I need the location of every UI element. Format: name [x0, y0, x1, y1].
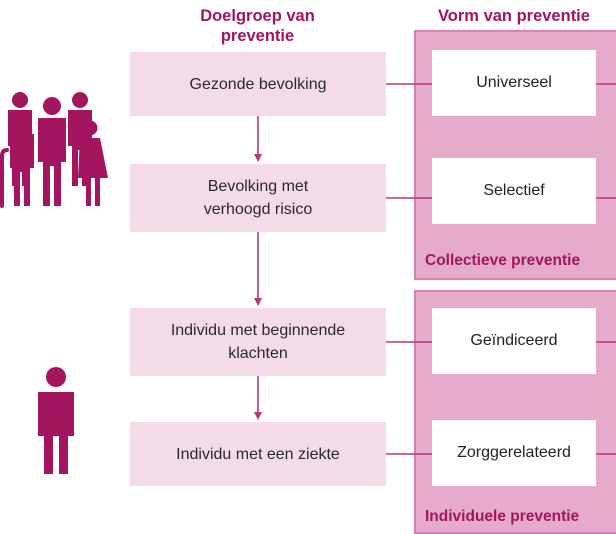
- prevention-form-header: Vorm van preventie: [438, 7, 590, 25]
- target-box-early-symptoms-line1: Individu met beginnende: [170, 322, 346, 339]
- target-box-elevated-risk-line2: verhoogd risico: [203, 201, 313, 218]
- target-box-elevated-risk: Bevolking met verhoogd risico: [130, 164, 386, 232]
- target-group-header-line2: preventie: [220, 27, 295, 45]
- target-box-healthy-population: Gezonde bevolking: [130, 52, 386, 116]
- target-box-early-symptoms-line2: klachten: [228, 345, 288, 362]
- target-box-early-symptoms: Individu met beginnende klachten: [130, 308, 386, 376]
- form-box-selective-label: Selectief: [483, 182, 545, 199]
- form-box-selective: Selectief: [432, 158, 596, 224]
- target-box-disease-line1: Individu met een ziekte: [176, 445, 340, 463]
- form-box-indicated: Geïndiceerd: [432, 308, 596, 374]
- collective-prevention-label: Collectieve preventie: [425, 252, 581, 269]
- form-box-care-related: Zorggerelateerd: [432, 420, 596, 486]
- target-group-header: Doelgroep van preventie: [155, 6, 360, 46]
- target-box-elevated-risk-line1: Bevolking met: [207, 178, 309, 195]
- form-box-indicated-label: Geïndiceerd: [470, 332, 558, 349]
- target-group-header-line1: Doelgroep van: [200, 7, 315, 25]
- target-box-disease: Individu met een ziekte: [130, 422, 386, 486]
- form-box-care-related-label: Zorggerelateerd: [457, 444, 571, 461]
- person-icon: [38, 367, 74, 474]
- group-of-people-icon: [0, 92, 108, 208]
- form-box-universal: Universeel: [432, 50, 596, 116]
- individual-prevention-label: Individuele preventie: [425, 508, 580, 525]
- form-box-universal-label: Universeel: [476, 74, 552, 91]
- target-box-healthy-population-line1: Gezonde bevolking: [189, 75, 327, 93]
